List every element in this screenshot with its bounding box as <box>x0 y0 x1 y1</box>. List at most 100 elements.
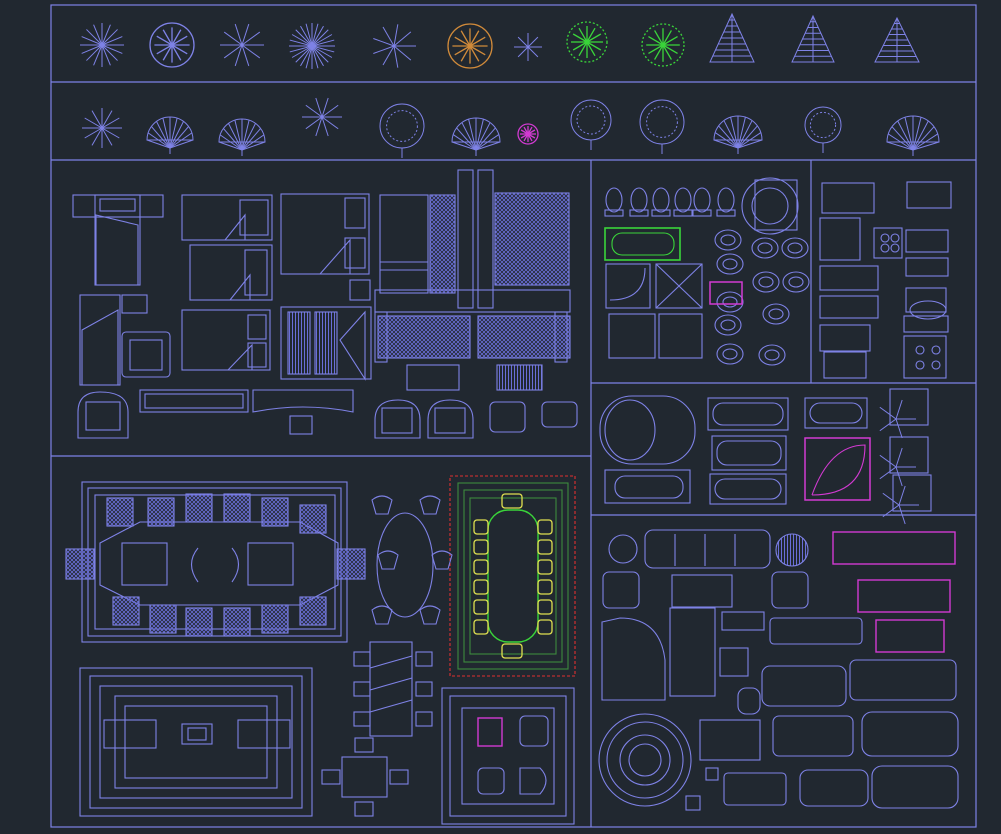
tree-elevation-6-icon <box>570 99 612 150</box>
burner-6-icon <box>931 345 941 355</box>
oval-table <box>376 512 434 618</box>
sink-6-icon <box>782 271 810 293</box>
pine-tree-3-icon <box>874 16 920 63</box>
burner-1-icon <box>880 233 890 243</box>
armchair-6 <box>541 401 578 428</box>
tree-plan-5-icon <box>373 24 416 68</box>
burner-5-icon <box>915 345 925 355</box>
conference-chair-end-2 <box>336 548 366 580</box>
bed-2 <box>189 244 273 301</box>
tree-elevation-symbols-row <box>82 97 940 158</box>
conference-chair-8 <box>149 604 177 634</box>
shower-tray-3 <box>658 313 703 359</box>
modular-chair-5 <box>415 681 433 697</box>
kitchen-unit-6 <box>819 265 879 291</box>
conference-chair-end-1 <box>65 548 95 580</box>
tree-elevation-color-icon <box>517 123 539 145</box>
toilet-6-icon <box>717 187 735 213</box>
yellow-chair-left-5 <box>473 599 489 615</box>
conference-chair-3 <box>185 493 213 523</box>
yellow-chair-top <box>501 493 523 509</box>
square-table <box>341 756 388 798</box>
double-bed-2 <box>181 309 271 371</box>
tree-elevation-2-icon <box>146 116 194 154</box>
small-sofa <box>406 364 460 391</box>
modular-chair-2 <box>353 681 371 697</box>
conference-chair-4 <box>223 493 251 523</box>
conference-chair-5 <box>261 497 289 527</box>
toilet-row <box>604 187 810 366</box>
sink-8-icon <box>762 303 790 325</box>
oval-table-chair-3 <box>377 550 399 570</box>
tree-plan-4-icon <box>289 23 335 69</box>
tree-plan-2-icon <box>149 22 195 68</box>
rug-2 <box>79 667 313 817</box>
panel-frame-lines <box>50 4 977 828</box>
kitchen-unit-11 <box>903 315 949 333</box>
sink-4-icon <box>716 253 744 275</box>
piano <box>601 617 666 701</box>
bathroom-fixtures-block <box>604 177 810 366</box>
conference-table <box>99 521 339 606</box>
bedside-table <box>349 279 371 301</box>
toilet-1-icon <box>605 187 623 213</box>
tree-elevation-9-icon <box>804 106 842 153</box>
armchair-1 <box>121 331 171 378</box>
sofa-large <box>761 665 847 707</box>
shower-1 <box>889 388 929 426</box>
yellow-chair-left-3 <box>473 559 489 575</box>
modular-chair-4 <box>415 651 433 667</box>
yellow-dining-table <box>487 509 539 643</box>
tree-elevation-1-icon <box>82 108 122 148</box>
shower-corner <box>605 263 651 309</box>
bedroom-furniture-block <box>72 169 578 439</box>
conference-chair-9 <box>185 607 213 637</box>
dining-block <box>65 475 576 825</box>
yellow-chair-left-6 <box>473 619 489 635</box>
tree-elevation-3-icon <box>218 118 266 156</box>
pine-tree-1-icon <box>709 12 755 63</box>
burner-8-icon <box>931 360 941 370</box>
kitchen-unit-5 <box>905 229 949 253</box>
conference-chair-7 <box>112 596 140 626</box>
kitchen-unit-3 <box>819 217 861 261</box>
oval-tub <box>599 395 696 465</box>
tree-plan-green-1-icon <box>566 21 608 63</box>
sink-3-icon <box>781 237 809 259</box>
modular-chair-1 <box>353 651 371 667</box>
tree-plan-orange-icon <box>447 23 493 69</box>
yellow-chair-right-5 <box>537 599 553 615</box>
sink-5-icon <box>752 271 780 293</box>
tree-elevation-4-icon <box>379 103 425 158</box>
three-seat-sofa <box>644 529 771 569</box>
yellow-chair-right-3 <box>537 559 553 575</box>
armchair-5 <box>489 401 526 433</box>
conference-chair-1 <box>106 497 134 527</box>
oval-table-chair-6 <box>419 605 441 625</box>
sofa-2 <box>772 715 854 757</box>
toilet-4-icon <box>674 187 692 213</box>
kitchen-unit-13 <box>903 335 947 379</box>
long-sofa-2 <box>252 389 354 413</box>
oval-table-chair-2 <box>419 495 441 515</box>
sink-7-icon <box>716 291 744 313</box>
armchair-3 <box>374 399 421 439</box>
bathtub-4 <box>709 473 787 505</box>
sink-2-icon <box>751 237 779 259</box>
tree-elevation-7-icon <box>639 99 685 154</box>
hatched-bed-2 <box>457 169 474 309</box>
long-sofa-1 <box>139 389 249 413</box>
tree-elevation-10-icon <box>886 115 940 156</box>
magenta-sofa-1 <box>832 531 956 565</box>
magenta-sink <box>709 281 743 305</box>
bathtub-1 <box>707 397 789 431</box>
living-room-block <box>598 529 959 811</box>
oval-table-chair-1 <box>371 495 393 515</box>
magenta-chair <box>477 717 503 747</box>
yellow-chair-right-1 <box>537 519 553 535</box>
tree-plan-6-icon <box>514 33 542 61</box>
tree-plan-symbols-row <box>80 12 920 69</box>
shower-tray-2 <box>608 313 656 359</box>
hatched-bed-1 <box>379 194 429 294</box>
